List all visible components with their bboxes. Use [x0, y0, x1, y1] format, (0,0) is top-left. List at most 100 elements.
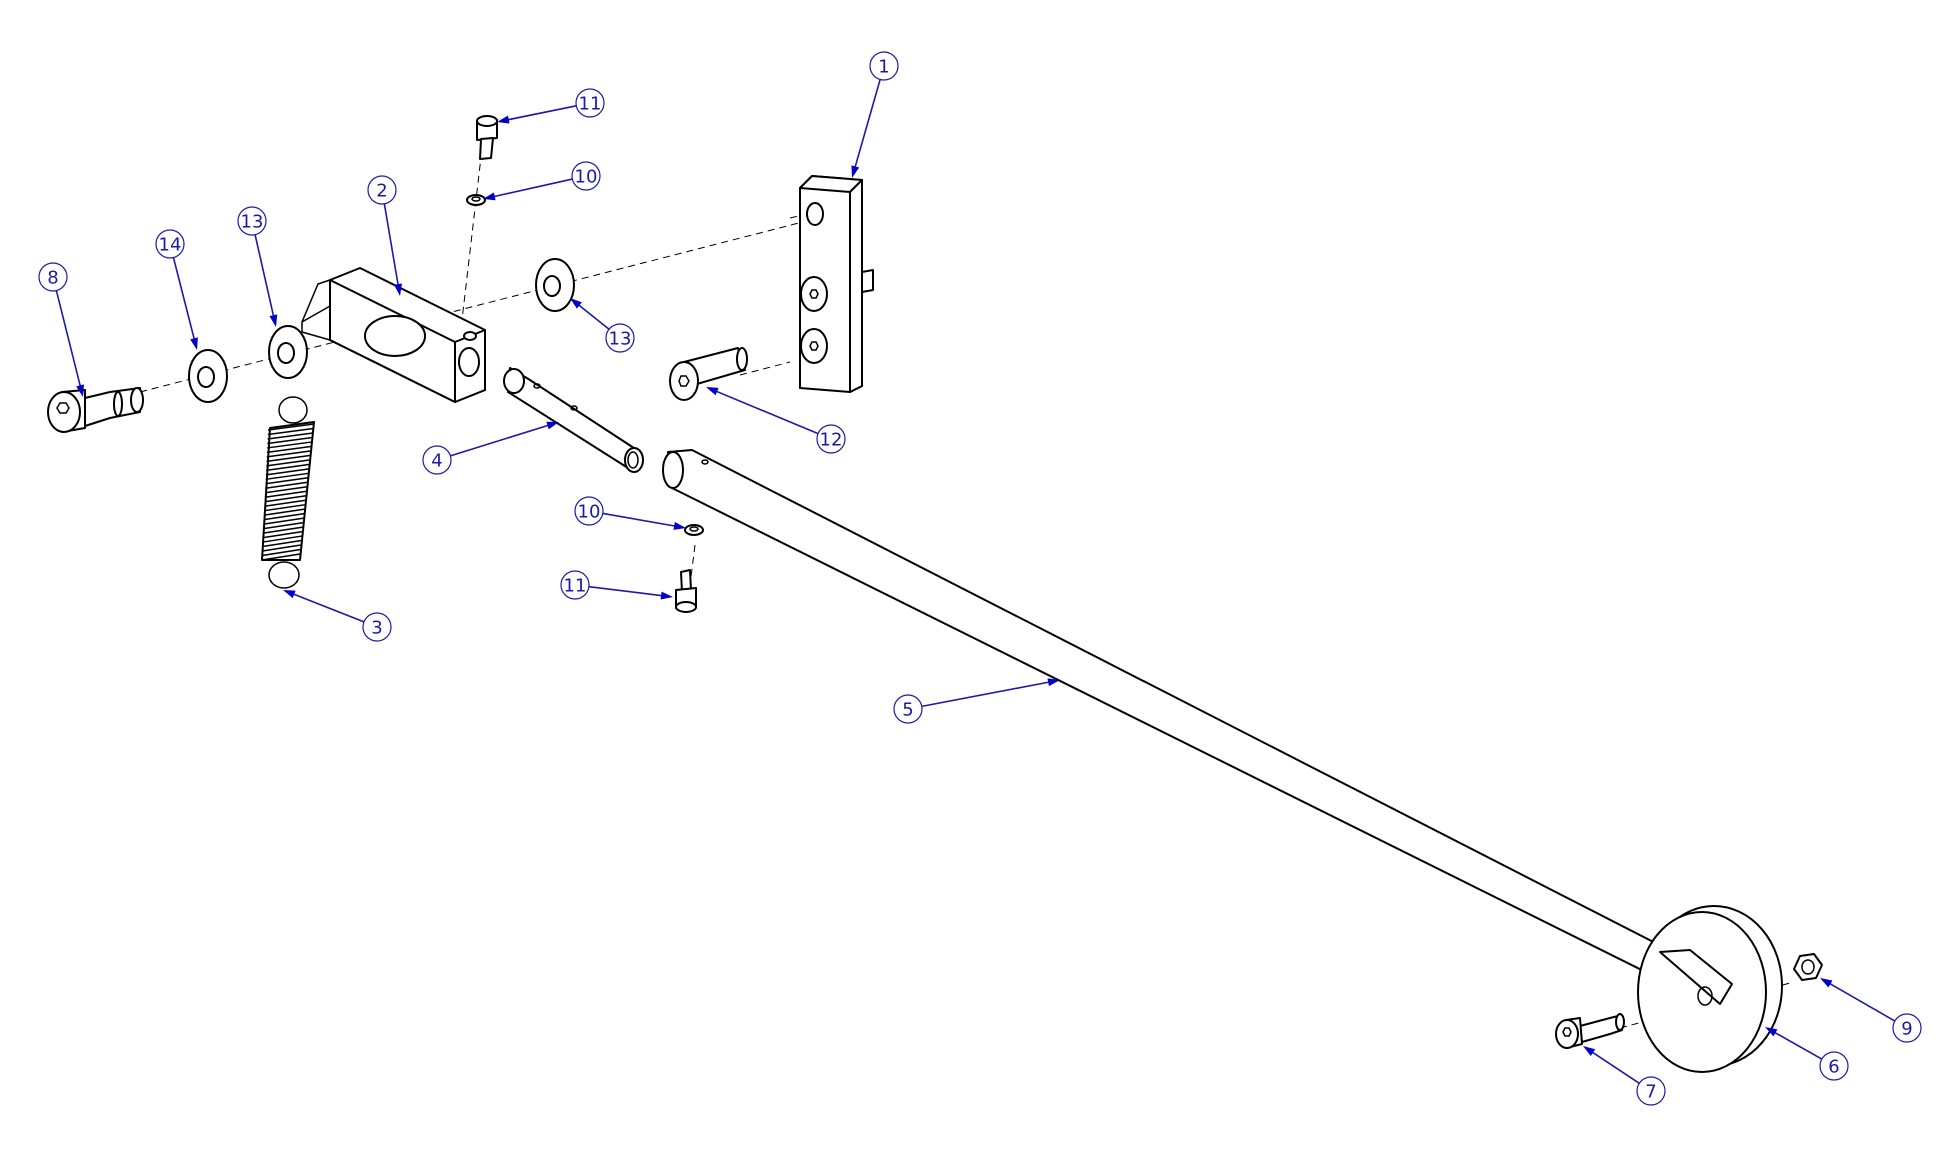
leader-line [172, 257, 196, 343]
balloon-label: 2 [376, 181, 387, 202]
balloon-circle [893, 694, 923, 724]
pin-4 [503, 367, 644, 473]
spring-coil [261, 553, 301, 561]
spring-coil [263, 508, 305, 516]
leader-line [490, 178, 573, 199]
spring-coil [265, 468, 310, 476]
arrowhead [483, 192, 496, 201]
arrowhead [497, 115, 510, 124]
disc-6 [1637, 905, 1783, 1073]
spring-coil [263, 512, 305, 521]
balloon-b9: 9 [1820, 978, 1922, 1043]
leader-line [575, 302, 610, 330]
balloon-label: 12 [820, 430, 843, 451]
balloon-circle [575, 88, 605, 118]
balloon-circle [869, 51, 899, 81]
spring-coil [265, 481, 308, 490]
washer-13-left [268, 325, 308, 379]
balloon-b12: 12 [706, 387, 846, 454]
spring-coil [263, 521, 304, 530]
balloon-b5: 5 [893, 678, 1060, 724]
arrowhead [269, 314, 278, 327]
balloon-label: 7 [1645, 1082, 1656, 1103]
balloon-b10a: 10 [483, 161, 601, 201]
balloon-label: 9 [1901, 1019, 1912, 1040]
washer-14 [188, 349, 228, 403]
spring-coil [266, 445, 312, 454]
spring-coil [267, 427, 314, 436]
cap-screw-11-top [476, 115, 498, 160]
leader-line [1771, 1030, 1823, 1060]
leader-line [504, 105, 577, 122]
balloon-circle [571, 161, 601, 191]
arrowhead [1820, 978, 1833, 988]
arrowhead [546, 421, 559, 430]
arrowhead [673, 521, 686, 530]
balloon-b10b: 10 [574, 496, 686, 530]
leader-line [1589, 1049, 1640, 1084]
shaft-5 [662, 449, 1713, 997]
lever-block-2 [301, 267, 486, 403]
spring-coil [267, 441, 313, 449]
leader-line [602, 512, 679, 528]
spring-coil [262, 548, 301, 557]
balloon-b14: 14 [155, 229, 198, 350]
leader-line [55, 290, 82, 390]
balloon-b13b: 13 [570, 298, 635, 353]
balloon-b3: 3 [283, 590, 392, 642]
spring-coil [262, 539, 302, 548]
balloon-circle [367, 175, 397, 205]
nut-10-top [466, 194, 486, 206]
spring-coil [264, 499, 306, 507]
leader-line [921, 680, 1053, 708]
spring-coil [266, 459, 311, 467]
balloon-circle [38, 262, 68, 292]
leader-line [450, 423, 552, 457]
spring-coil [264, 486, 308, 494]
balloon-label: 1 [878, 57, 889, 78]
spring-coil [262, 544, 302, 552]
leader-line [713, 389, 819, 435]
arrowhead [1047, 678, 1060, 687]
balloon-circle [605, 323, 635, 353]
spring-coil [262, 535, 303, 543]
spring-coil [262, 530, 303, 539]
spring-coil [264, 490, 307, 498]
balloon-b4: 4 [422, 421, 559, 475]
spring-coil [266, 454, 311, 463]
spring-coil [264, 503, 306, 512]
leader-line [254, 234, 276, 320]
leader-line [383, 203, 400, 289]
balloon-label: 11 [579, 94, 602, 115]
arrowhead [570, 298, 582, 309]
spring-coil [267, 436, 313, 445]
spring-coil [263, 517, 304, 525]
spring-coil [267, 423, 315, 431]
balloon-label: 4 [431, 451, 442, 472]
spring-coil [265, 472, 309, 481]
balloon-label: 3 [371, 618, 382, 639]
balloon-circle [237, 206, 267, 236]
arrowhead [706, 387, 719, 396]
leader-line [853, 79, 881, 171]
balloon-label: 13 [609, 329, 632, 350]
balloon-b13a: 13 [237, 206, 278, 327]
spring-coil [266, 463, 310, 472]
balloon-circle [362, 612, 392, 642]
leader-line [1826, 981, 1896, 1022]
spring-coil [263, 526, 304, 534]
balloon-circle [155, 229, 185, 259]
balloon-label: 8 [47, 268, 58, 289]
balloon-label: 11 [564, 576, 587, 597]
balloon-label: 6 [1828, 1057, 1839, 1078]
balloon-b1: 1 [851, 51, 899, 178]
balloon-b11b: 11 [560, 570, 673, 600]
balloon-label: 10 [578, 502, 601, 523]
leader-line [290, 592, 365, 623]
balloon-label: 10 [575, 167, 598, 188]
spring-coil [267, 432, 314, 440]
arrowhead [283, 590, 296, 599]
balloon-circle [560, 570, 590, 600]
hex-nut-9 [1793, 953, 1823, 981]
